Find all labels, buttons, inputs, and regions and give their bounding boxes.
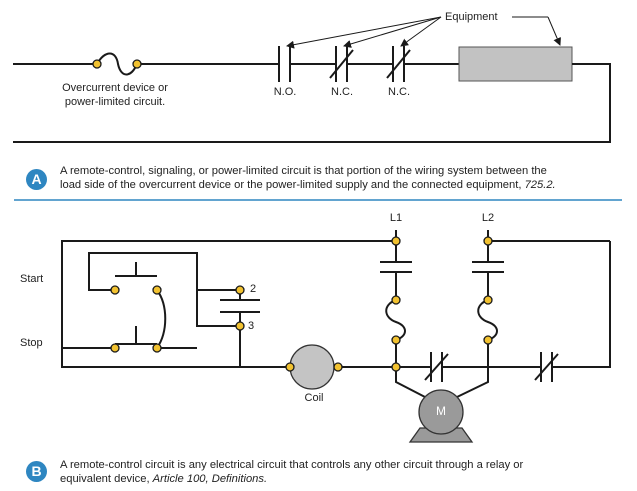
leader-to-nc1 — [343, 16, 442, 48]
l1-fuse-terminal — [391, 335, 401, 345]
leader-to-nc2 — [400, 16, 442, 47]
caption-b-line2-text: equivalent device, — [60, 473, 150, 485]
start-terminal-left — [110, 285, 120, 295]
l2-to-motor-wire — [456, 340, 489, 398]
caption-a-reference: 725.2. — [524, 179, 556, 191]
return-wire — [13, 63, 611, 143]
start-stop-link — [156, 289, 167, 349]
l1-terminal — [391, 236, 401, 246]
equipment-label: Equipment — [445, 11, 498, 23]
ol2-slash — [534, 353, 559, 381]
coil-terminal-left — [285, 362, 295, 372]
l2-fuse-terminal — [483, 335, 493, 345]
coil-circle — [289, 344, 335, 390]
aux-label-3: 3 — [248, 320, 255, 332]
l1-to-motor-wire — [395, 340, 426, 398]
badge-a: A — [26, 169, 47, 190]
l1-contact-terminal — [391, 295, 401, 305]
start-label: Start — [20, 273, 44, 285]
overcurrent-label-line1: Overcurrent device or — [62, 82, 168, 94]
l2-terminal — [483, 236, 493, 246]
caption-b-reference: Article 100, Definitions. — [152, 473, 268, 485]
caption-b-line1: A remote-control circuit is any electric… — [60, 459, 524, 471]
contact-label-nc1: N.C. — [331, 86, 353, 98]
fuse-terminal — [132, 59, 142, 69]
stop-terminal-right — [152, 343, 162, 353]
junction-terminal — [391, 362, 401, 372]
overcurrent-label-line2: power-limited circuit. — [64, 96, 166, 108]
motor-base — [408, 427, 474, 443]
caption-a-line2: load side of the overcurrent device or t… — [60, 178, 556, 192]
coil-terminal-right — [333, 362, 343, 372]
aux-terminal-2 — [235, 285, 245, 295]
aux-label-2: 2 — [250, 283, 257, 295]
l1-fuse — [385, 299, 406, 341]
badge-b: B — [26, 461, 47, 482]
diagram-a — [13, 16, 611, 143]
aux-left-loop — [88, 252, 240, 291]
caption-a-line1: A remote-control, signaling, or power-li… — [60, 165, 547, 177]
diagram-b — [61, 230, 611, 443]
l2-fuse — [477, 299, 498, 341]
equipment-box — [458, 46, 573, 82]
l1-label: L1 — [389, 212, 403, 224]
contact-label-no: N.O. — [273, 86, 297, 98]
ol1-slash — [424, 353, 449, 381]
caption-b-line2: equivalent device, Article 100, Definiti… — [60, 472, 523, 486]
motor-circle — [418, 389, 464, 435]
caption-a-line2-text: load side of the overcurrent device or t… — [60, 179, 522, 191]
aux-terminal-3 — [235, 321, 245, 331]
leader-to-equipment-arrow — [547, 16, 561, 46]
l2-label: L2 — [481, 212, 495, 224]
leader-to-no — [286, 16, 442, 49]
nc2-slash — [386, 49, 411, 79]
nc1-slash — [329, 49, 354, 79]
motor-label: M — [436, 404, 446, 418]
l2-contact-terminal — [483, 295, 493, 305]
contact-label-nc2: N.C. — [388, 86, 410, 98]
right-return-wire — [566, 241, 611, 368]
stop-terminal-left — [110, 343, 120, 353]
fuse-terminal — [92, 59, 102, 69]
caption-a: A remote-control, signaling, or power-li… — [60, 164, 556, 192]
stop-to-aux-wire — [196, 290, 240, 327]
fuse-symbol — [96, 52, 138, 76]
coil-label: Coil — [304, 392, 324, 404]
caption-b: A remote-control circuit is any electric… — [60, 458, 523, 486]
start-terminal-right — [152, 285, 162, 295]
stop-label: Stop — [20, 337, 43, 349]
control-loop-wire — [61, 240, 396, 368]
